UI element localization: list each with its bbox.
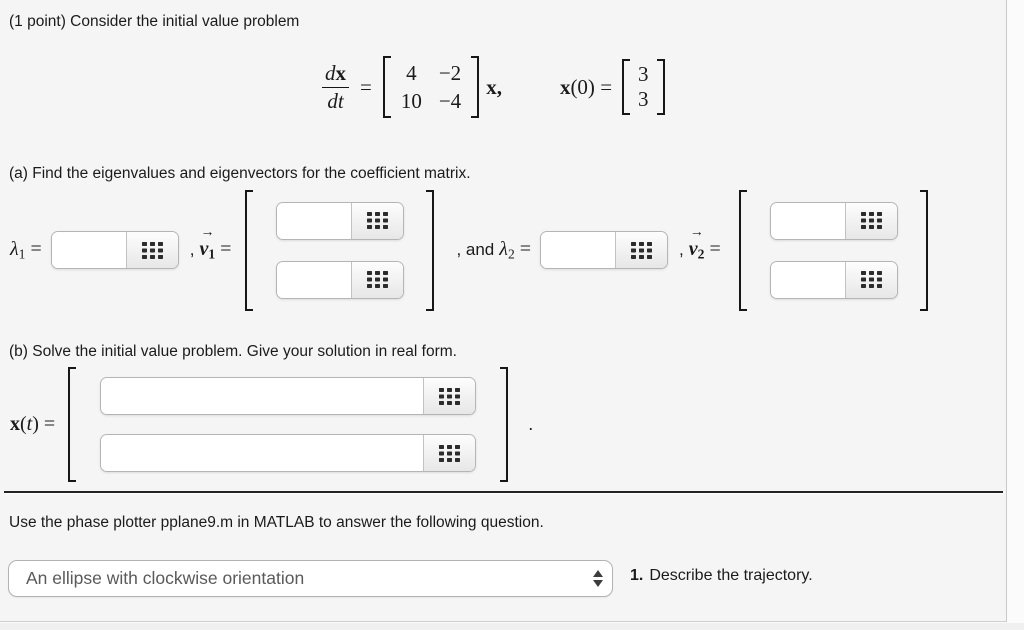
- right-bracket: [656, 58, 665, 116]
- left-bracket: [622, 58, 631, 116]
- equation-editor-button[interactable]: [125, 232, 178, 268]
- keypad-icon: [860, 212, 882, 229]
- question-text: Describe the trajectory.: [649, 567, 813, 584]
- lambda1-answer-group: [50, 231, 179, 269]
- left-bracket: [738, 189, 747, 311]
- lambda2-input[interactable]: [541, 232, 616, 268]
- left-bracket: [245, 189, 254, 311]
- xt-row1-input[interactable]: [101, 378, 424, 414]
- lambda1-label: λ1 =: [10, 237, 42, 262]
- page-bottom-strip: [0, 623, 1024, 630]
- keypad-icon: [631, 241, 653, 259]
- frac-num-x: x: [335, 61, 347, 86]
- xt-answer-matrix: [68, 367, 509, 482]
- xt-row2-input[interactable]: [101, 435, 424, 471]
- right-bracket: [426, 189, 435, 311]
- keypad-icon: [860, 271, 882, 288]
- ic-vector-r1: 3: [638, 61, 649, 86]
- equation-editor-button[interactable]: [423, 435, 476, 471]
- lambda2-label: , and λ2 =: [456, 237, 532, 262]
- dx-dt-fraction: dx dt: [322, 61, 349, 113]
- xt-row1-group: [100, 377, 477, 415]
- keypad-icon: [141, 241, 163, 259]
- arrow-down-icon: [593, 580, 603, 587]
- equation-editor-button[interactable]: [615, 232, 668, 268]
- frac-den-dt: dt: [327, 88, 344, 113]
- left-bracket: [68, 367, 77, 482]
- initial-condition-vector: 3 3: [622, 58, 665, 116]
- v1-row2-group: [276, 260, 405, 299]
- v1-answer-matrix: [245, 189, 435, 311]
- problem-intro: (1 point) Consider the initial value pro…: [9, 13, 300, 30]
- v1-row2-input[interactable]: [277, 261, 352, 298]
- part-a-answer-row: λ1 = , →v1 = , and λ2 =: [10, 189, 928, 311]
- matrix-cell-r1c2: −2: [438, 61, 462, 86]
- v1-label: , →v1 =: [189, 224, 232, 262]
- ic-arg: (0): [570, 74, 595, 99]
- ivp-equation: dx dt = 4 −2 10 −4 x, x(0) = 3 3: [322, 50, 665, 124]
- matrix-cell-r1c1: 4: [406, 61, 417, 86]
- keypad-icon: [367, 212, 389, 229]
- equation-editor-button[interactable]: [844, 261, 897, 298]
- sentence-period: .: [528, 414, 534, 434]
- equation-editor-button[interactable]: [351, 261, 404, 298]
- section-divider: [4, 491, 1003, 494]
- v2-row2-group: [769, 260, 898, 299]
- trajectory-select[interactable]: An ellipse with clockwise orientation: [8, 560, 613, 597]
- part-b-answer-row: x(t) = .: [10, 366, 533, 483]
- part-a-heading: (a) Find the eigenvalues and eigenvector…: [9, 165, 471, 182]
- part-b-heading: (b) Solve the initial value problem. Giv…: [9, 343, 457, 360]
- v2-label: , →v2 =: [679, 224, 721, 262]
- x-comma: x,: [486, 74, 502, 99]
- select-stepper-icon: [593, 570, 603, 587]
- question-1-label: 1. Describe the trajectory.: [630, 567, 813, 585]
- phase-plotter-instruction: Use the phase plotter pplane9.m in MATLA…: [9, 514, 544, 531]
- ic-vector-r2: 3: [638, 87, 649, 111]
- initial-condition-lhs: x(0) =: [560, 75, 612, 100]
- left-bracket: [382, 56, 391, 118]
- v1-row1-input[interactable]: [277, 202, 352, 239]
- right-bracket: [500, 367, 509, 482]
- keypad-icon: [439, 444, 461, 462]
- lambda1-input[interactable]: [51, 232, 126, 268]
- problem-panel: (1 point) Consider the initial value pro…: [0, 0, 1007, 622]
- v1-row1-group: [276, 201, 405, 240]
- arrow-up-icon: [593, 570, 603, 577]
- v2-vector-symbol: →v: [688, 224, 704, 260]
- equation-editor-button[interactable]: [844, 202, 897, 239]
- v1-vector-symbol: →v: [199, 224, 214, 260]
- trajectory-select-value: An ellipse with clockwise orientation: [26, 568, 305, 588]
- equation-editor-button[interactable]: [351, 202, 404, 239]
- xt-row2-group: [100, 434, 477, 472]
- v2-row1-group: [769, 201, 898, 240]
- lambda2-answer-group: [540, 231, 669, 269]
- equals-sign: =: [360, 74, 372, 99]
- frac-num-d: d: [325, 61, 336, 86]
- question-number: 1.: [630, 567, 644, 584]
- right-bracket: [471, 56, 480, 118]
- matrix-cell-r2c2: −4: [438, 88, 462, 113]
- keypad-icon: [439, 387, 461, 405]
- keypad-icon: [367, 271, 389, 288]
- v2-row1-input[interactable]: [770, 202, 845, 239]
- coefficient-matrix: 4 −2 10 −4: [382, 56, 480, 118]
- ic-x: x: [559, 74, 571, 99]
- right-bracket: [919, 189, 928, 311]
- matrix-cell-r2c1: 10: [400, 88, 422, 113]
- equation-editor-button[interactable]: [423, 378, 476, 414]
- v2-row2-input[interactable]: [770, 261, 845, 298]
- ic-equals: =: [600, 74, 613, 99]
- v2-answer-matrix: [738, 189, 928, 311]
- xt-label: x(t) =: [10, 413, 56, 435]
